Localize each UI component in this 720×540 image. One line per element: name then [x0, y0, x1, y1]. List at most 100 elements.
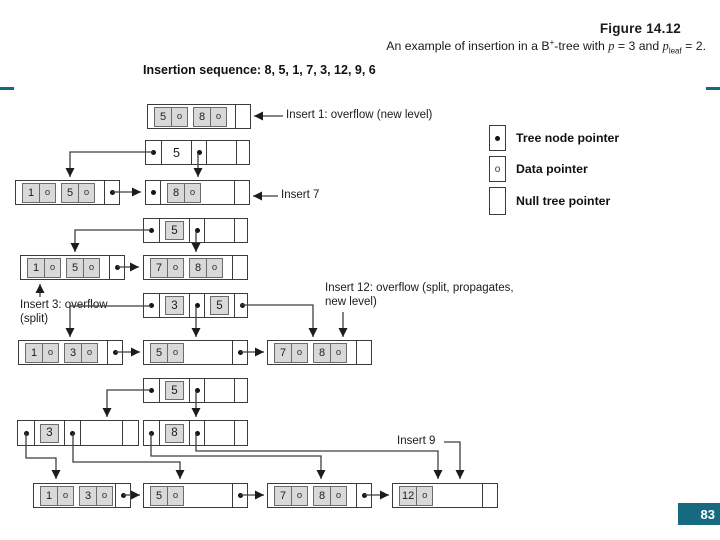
- null-tree-pointer-cell: [356, 341, 371, 364]
- insert-7-label: Insert 7: [281, 189, 319, 203]
- data-pointer-cell: o: [84, 257, 100, 278]
- tree-node-pointer-dot: [237, 493, 243, 498]
- internal-3: 3: [17, 420, 139, 446]
- key-cell: 3: [35, 421, 65, 445]
- leaf-key: 3: [79, 485, 97, 506]
- leaf-key: 7: [150, 257, 168, 278]
- figure-caption: Figure 14.12 An example of insertion in …: [386, 21, 706, 56]
- data-pointer-glyph: o: [494, 163, 501, 175]
- tree-pointer-cell: [146, 141, 162, 164]
- insert-9-label: Insert 9: [397, 435, 435, 449]
- leaf-key: 8: [313, 342, 331, 363]
- tree-node-pointer-icon: [489, 125, 506, 151]
- subtitle-sub: leaf: [668, 46, 682, 56]
- page-number-badge: 83: [678, 503, 720, 525]
- node-key: 5: [173, 145, 180, 160]
- null-tree-pointer-cell: [234, 181, 249, 204]
- subtitle-text: = 2.: [681, 39, 706, 54]
- legend-item-null-tree-pointer: Null tree pointer: [489, 187, 619, 215]
- next-leaf-pointer-cell: [107, 341, 122, 364]
- annotation-line: Insert 7: [281, 189, 320, 201]
- data-pointer-cell: o: [331, 342, 347, 363]
- tree-node-pointer-dot: [149, 430, 154, 436]
- data-pointer-cell: o: [58, 485, 74, 506]
- node-key: 5: [165, 221, 184, 240]
- insert-12-label: Insert 12: overflow (split, propagates,n…: [325, 282, 514, 309]
- data-pointer-icon: o: [489, 156, 506, 182]
- tree-pointer-cell: [235, 379, 249, 402]
- tree-node-pointer-dot: [196, 150, 202, 155]
- key-cell: [205, 219, 235, 242]
- leaf-key: 8: [313, 485, 331, 506]
- insertion-sequence: Insertion sequence: 8, 5, 1, 7, 3, 12, 9…: [143, 63, 376, 77]
- leaf-key: 1: [25, 342, 43, 363]
- leaf-key: 7: [274, 485, 292, 506]
- key-cell: [207, 141, 237, 164]
- data-pointer-cell: o: [168, 342, 184, 363]
- data-pointer-cell: o: [172, 106, 188, 127]
- next-leaf-pointer-cell: [356, 484, 371, 507]
- internal-8: 8: [143, 420, 248, 446]
- internal-5-plain: 5: [145, 140, 250, 165]
- tree-pointer-cell: [123, 421, 140, 445]
- null-tree-pointer-cell: [482, 484, 497, 507]
- subtitle-p: p: [608, 39, 615, 54]
- tree-node-pointer-dot: [112, 350, 118, 355]
- data-pointer-cell: o: [45, 257, 61, 278]
- data-pointer-cell: o: [79, 182, 95, 203]
- tree-pointer-cell: [235, 219, 249, 242]
- key-cell: 5: [160, 379, 190, 402]
- pointer-arrow: [444, 441, 465, 479]
- legend-label: Tree node pointer: [516, 131, 620, 145]
- legend-label: Data pointer: [516, 162, 588, 176]
- leaf-key: 8: [193, 106, 211, 127]
- tree-pointer-cell: [144, 294, 160, 317]
- tree-node-pointer-dot: [149, 388, 154, 393]
- annotation-line: Insert 3: overflow: [20, 299, 108, 311]
- node-key: 3: [40, 423, 59, 443]
- legend-item-data-pointer: o Data pointer: [489, 156, 619, 182]
- subtitle-text: An example of insertion in a B: [386, 39, 550, 54]
- figure-title: Figure 14.12: [599, 21, 681, 36]
- tree-node-pointer-dot: [109, 190, 115, 195]
- leaf-key: 12: [399, 485, 418, 506]
- tree-pointer-cell: [144, 421, 160, 445]
- leaf-key: 8: [167, 182, 185, 203]
- tree-pointer-cell: [235, 294, 249, 317]
- data-pointer-cell: o: [40, 182, 56, 203]
- leaf-key: 3: [64, 342, 82, 363]
- subtitle-sup: +: [549, 38, 555, 47]
- data-pointer-cell: o: [417, 485, 434, 506]
- tree-pointer-cell: [144, 379, 160, 402]
- tree-pointer-cell: [18, 421, 35, 445]
